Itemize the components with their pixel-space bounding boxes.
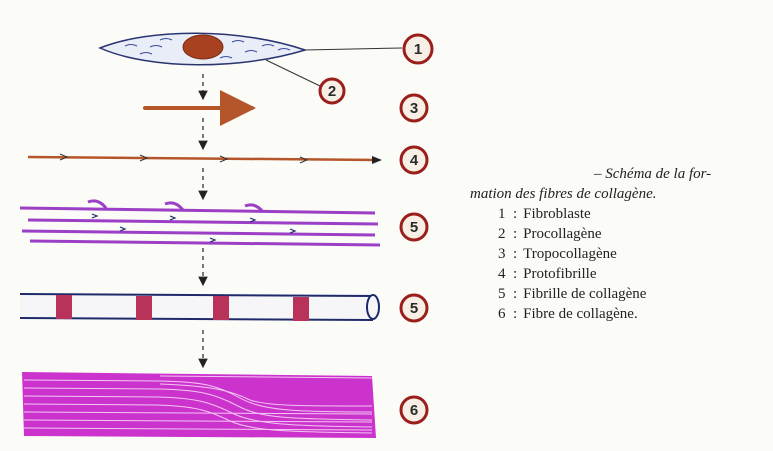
fibril-parallel-lines — [19, 199, 381, 247]
legend-caption-line-2: mation des fibres de collagène. — [470, 186, 657, 202]
legend-item-separator: : — [513, 266, 518, 282]
stage-badge-5a: 5 — [399, 212, 429, 242]
stage-badge-4-label: 4 — [410, 152, 419, 169]
stage-badge-3: 3 — [399, 93, 429, 123]
stage-badge-2-label: 2 — [328, 83, 336, 100]
stage-badge-1-label: 1 — [414, 41, 422, 58]
stage-badge-5a-label: 5 — [410, 219, 418, 236]
fibroblast-nucleus — [182, 34, 224, 60]
legend-item-number: 6 — [498, 306, 506, 322]
stage-badge-5b: 5 — [399, 293, 429, 323]
legend-item: 4 : Protofibrille — [498, 264, 765, 284]
legend-item-number: 4 — [498, 266, 506, 282]
legend-item: 2 : Procollagène — [498, 224, 765, 244]
legend-item-number: 1 — [498, 206, 506, 222]
stage-badge-4: 4 — [399, 145, 429, 175]
legend-item-label: Fibroblaste — [523, 206, 591, 222]
legend-caption-line-1: – Schéma de la for- — [594, 166, 712, 182]
legend-item: 1 : Fibroblaste — [498, 204, 765, 224]
stage-badge-2: 2 — [318, 77, 346, 105]
legend-item-label: Tropocollagène — [523, 246, 617, 262]
protofibril — [27, 153, 382, 164]
legend-item: 3 : Tropocollagène — [498, 244, 765, 264]
legend-caption: – Schéma de la for- mation des fibres de… — [470, 164, 765, 204]
legend-item: 5 : Fibrille de collagène — [498, 284, 765, 304]
collagen-fiber-bundle — [22, 372, 376, 438]
legend: – Schéma de la for- mation des fibres de… — [470, 164, 765, 324]
legend-item-number: 5 — [498, 286, 506, 302]
stage-badge-3-label: 3 — [410, 100, 418, 117]
legend-item-label: Procollagène — [523, 226, 602, 242]
legend-item-label: Fibrille de collagène — [523, 286, 647, 302]
legend-item-number: 3 — [498, 246, 506, 262]
stage-badge-6: 6 — [399, 395, 429, 425]
fibril-banded-tube — [19, 293, 380, 321]
legend-item-separator: : — [513, 206, 518, 222]
stage-badge-6-label: 6 — [410, 402, 418, 419]
legend-item-number: 2 — [498, 226, 506, 242]
leader-line-2 — [265, 59, 321, 87]
stage-badge-1: 1 — [402, 33, 434, 65]
legend-item-label: Protofibrille — [523, 266, 597, 282]
legend-item-separator: : — [513, 306, 518, 322]
legend-item-separator: : — [513, 226, 518, 242]
legend-item-label: Fibre de collagène. — [523, 306, 638, 322]
legend-item: 6 : Fibre de collagène. — [498, 304, 765, 324]
stage-badge-5b-label: 5 — [410, 300, 418, 317]
leader-line-1 — [304, 47, 403, 51]
legend-item-separator: : — [513, 286, 518, 302]
legend-list: 1 : Fibroblaste 2 : Procollagène 3 : Tro… — [470, 204, 765, 324]
legend-item-separator: : — [513, 246, 518, 262]
